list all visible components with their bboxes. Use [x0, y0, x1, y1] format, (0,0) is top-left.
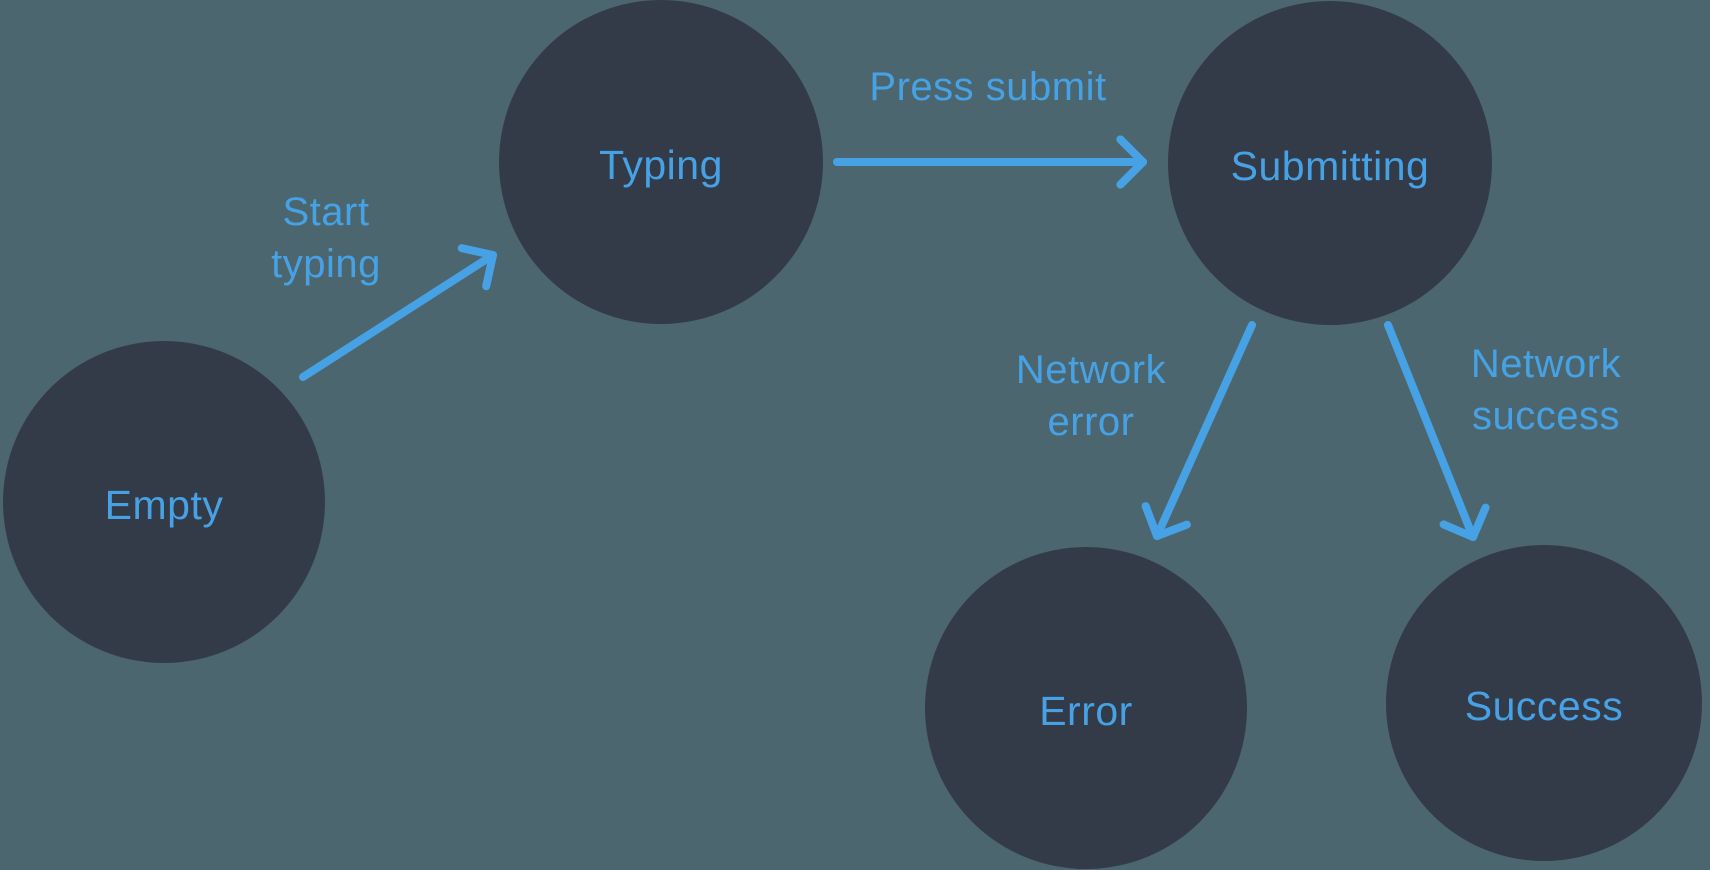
state-node-submitting: Submitting [1168, 1, 1492, 325]
transition-label-press-submit: Press submit [869, 61, 1106, 113]
transition-arrow-network-error [1141, 321, 1256, 540]
arrow-head-barb [1116, 135, 1147, 166]
state-label-typing: Typing [599, 141, 723, 188]
arrow-head-barb [482, 251, 497, 291]
state-label-empty: Empty [104, 481, 224, 528]
transition-label-line: error [1047, 400, 1135, 444]
transition-label-line: typing [271, 242, 381, 286]
state-label-submitting: Submitting [1230, 142, 1430, 189]
transition-label-start-typing: Start typing [271, 186, 381, 290]
arrow-head-barb [457, 244, 497, 259]
arrow-shaft [299, 251, 497, 381]
state-node-error: Error [925, 547, 1247, 869]
transition-arrow-network-success [1384, 321, 1490, 541]
transition-arrow-press-submit [833, 135, 1147, 189]
transition-label-line: success [1471, 394, 1620, 438]
arrow-head-barb [1153, 520, 1191, 540]
arrow-head-barb [1469, 503, 1490, 541]
transition-label-network-success: Network success [1471, 338, 1621, 442]
state-node-success: Success [1386, 545, 1702, 861]
transition-label-line: Start [282, 190, 370, 234]
transition-arrow-start-typing [299, 244, 497, 381]
arrow-head-barb [1141, 502, 1161, 540]
state-label-success: Success [1464, 682, 1624, 729]
state-node-empty: Empty [3, 341, 325, 663]
state-label-error: Error [1039, 687, 1133, 734]
arrow-head-barb [1439, 520, 1477, 541]
transition-label-network-error: Network error [1016, 344, 1166, 448]
transition-label-line: Network [1015, 348, 1167, 392]
state-node-typing: Typing [499, 0, 823, 324]
transition-label-line: Network [1470, 342, 1622, 386]
arrow-shaft [1153, 321, 1256, 540]
arrow-shaft [1384, 321, 1477, 541]
transition-label-line: Press submit [869, 65, 1107, 109]
arrow-head-barb [1116, 158, 1147, 189]
